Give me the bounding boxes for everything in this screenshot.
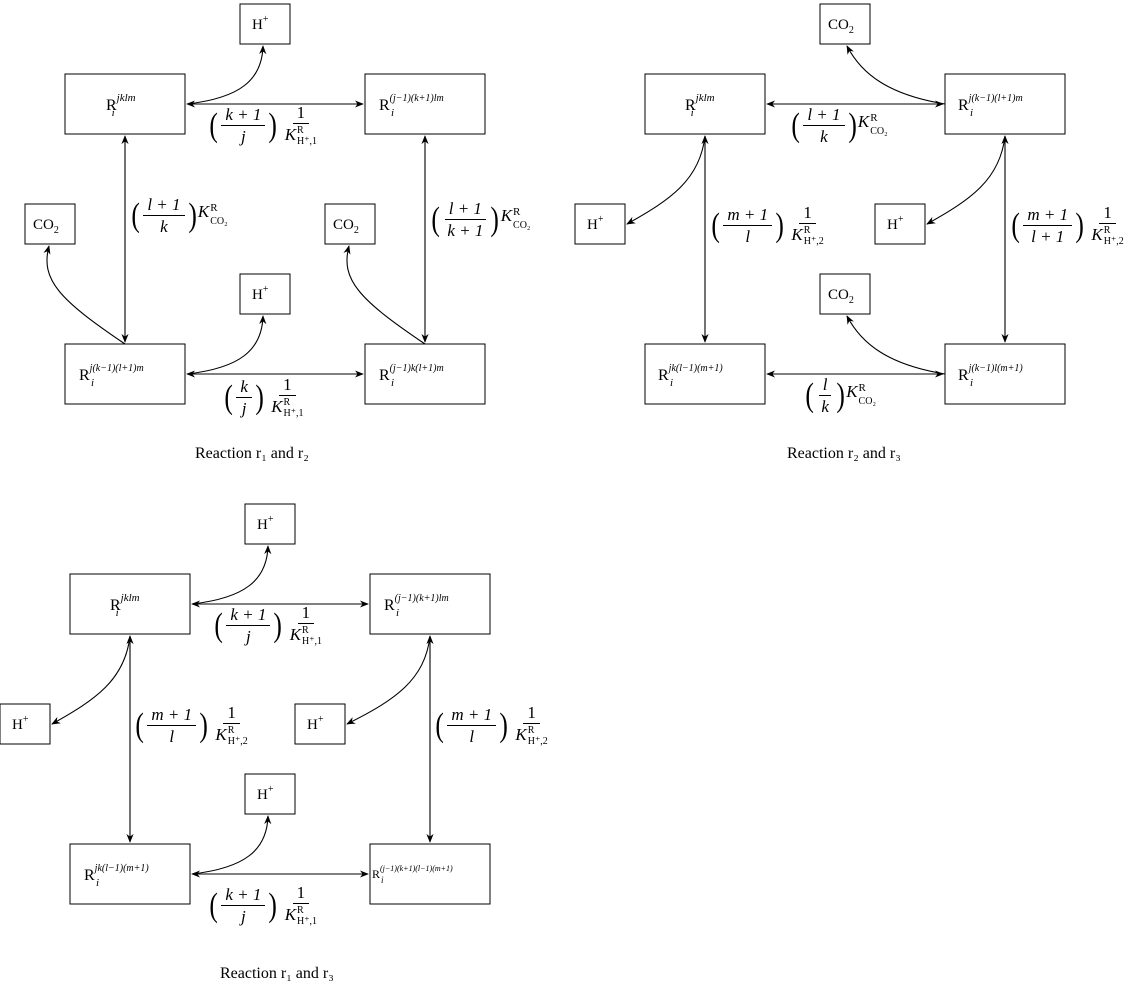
node-d1-jm1-k1-lm: R(j−1)(k+1)lm i xyxy=(364,73,486,135)
svg-text:i: i xyxy=(396,607,399,619)
svg-text:i: i xyxy=(381,875,384,885)
species-arrow xyxy=(346,635,431,725)
svg-text:R(j−1)(k+1)(l−1)(m+1): R(j−1)(k+1)(l−1)(m+1) xyxy=(372,864,453,881)
svg-text:i: i xyxy=(970,107,973,119)
svg-text:R(j−1)(k+1)lm: R(j−1)(k+1)lm xyxy=(379,93,444,114)
svg-text:Rj(k−1)(l+1)m: Rj(k−1)(l+1)m xyxy=(958,93,1023,114)
svg-text:R(j−1)(k+1)lm: R(j−1)(k+1)lm xyxy=(384,593,449,614)
svg-text:i: i xyxy=(91,377,94,389)
species-co2: CO2 xyxy=(324,203,376,245)
svg-text:i: i xyxy=(96,877,99,889)
svg-text:CO2: CO2 xyxy=(828,287,854,306)
species-arrow xyxy=(343,245,426,345)
svg-text:H+: H+ xyxy=(587,214,604,233)
species-arrow xyxy=(186,315,267,375)
species-h-plus: H+ xyxy=(874,203,926,245)
species-co2: CO2 xyxy=(24,203,76,245)
svg-text:i: i xyxy=(970,377,973,389)
species-arrow xyxy=(191,545,272,605)
svg-text:H+: H+ xyxy=(887,214,904,233)
caption-d2: Reaction r₂ and r₃ xyxy=(787,445,901,462)
caption-d3: Reaction r₁ and r₃ xyxy=(220,965,334,982)
svg-text:H+: H+ xyxy=(257,514,274,533)
species-arrow xyxy=(846,45,946,105)
node-d3-jk-l1-m1: Rjk(l−1)(m+1) i xyxy=(69,843,191,905)
svg-text:H+: H+ xyxy=(307,714,324,733)
species-arrow xyxy=(846,315,946,375)
species-co2: CO2 xyxy=(819,273,871,315)
species-arrow xyxy=(43,245,126,345)
species-co2: CO2 xyxy=(819,3,871,45)
svg-text:CO2: CO2 xyxy=(828,17,854,36)
svg-text:Rj(k−1)(l+1)m: Rj(k−1)(l+1)m xyxy=(79,363,144,384)
svg-text:i: i xyxy=(391,107,394,119)
svg-text:H+: H+ xyxy=(252,14,269,33)
caption-d1: Reaction r₁ and r₂ xyxy=(195,445,309,462)
species-h-plus: H+ xyxy=(239,3,291,45)
svg-text:i: i xyxy=(670,377,673,389)
node-d2-jkm1-l-m1: Rj(k−1)l(m+1) i xyxy=(944,343,1066,405)
svg-text:H+: H+ xyxy=(257,784,274,803)
species-arrow xyxy=(51,635,131,725)
node-d1-jkm1-l1m: Rj(k−1)(l+1)m i xyxy=(64,343,186,405)
svg-text:H+: H+ xyxy=(12,714,29,733)
node-d3-jm1-k1-l1-m1: R(j−1)(k+1)(l−1)(m+1) i xyxy=(369,843,491,905)
svg-text:Rjk(l−1)(m+1): Rjk(l−1)(m+1) xyxy=(84,863,149,884)
species-h-plus: H+ xyxy=(244,503,296,545)
species-arrow xyxy=(191,815,272,875)
species-arrow xyxy=(186,45,267,105)
species-h-plus: H+ xyxy=(0,703,51,745)
svg-text:Rjk(l−1)(m+1): Rjk(l−1)(m+1) xyxy=(658,363,723,384)
svg-text:Rj(k−1)l(m+1): Rj(k−1)l(m+1) xyxy=(958,363,1023,384)
node-d3-jm1-k1-lm: R(j−1)(k+1)lm i xyxy=(369,573,491,635)
species-h-plus: H+ xyxy=(574,203,626,245)
species-arrow xyxy=(926,135,1006,225)
node-d2-jk-l1-m1: Rjk(l−1)(m+1) i xyxy=(644,343,766,405)
svg-text:R(j−1)k(l+1)m: R(j−1)k(l+1)m xyxy=(379,363,444,384)
svg-text:i: i xyxy=(391,377,394,389)
node-d1-jm1-k-l1m: R(j−1)k(l+1)m i xyxy=(364,343,486,405)
species-h-plus: H+ xyxy=(294,703,346,745)
species-arrow xyxy=(626,135,706,225)
svg-text:CO2: CO2 xyxy=(33,217,59,236)
svg-text:CO2: CO2 xyxy=(333,217,359,236)
species-h-plus: H+ xyxy=(244,773,296,815)
species-h-plus: H+ xyxy=(239,273,291,315)
node-d2-jkm1-l1m: Rj(k−1)(l+1)m i xyxy=(944,73,1066,135)
svg-text:H+: H+ xyxy=(252,284,269,303)
